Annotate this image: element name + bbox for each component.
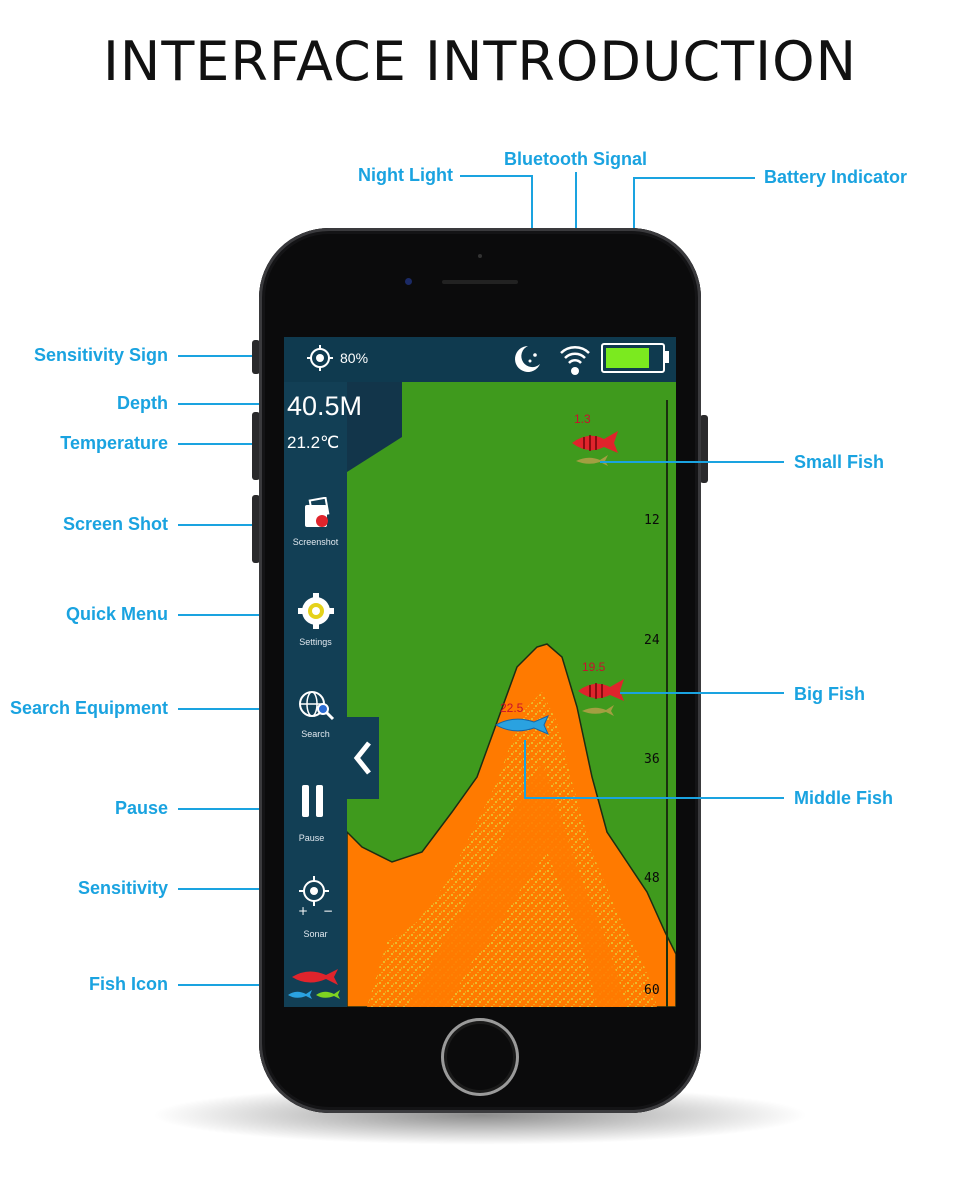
depth-value: 40.5M [287, 391, 363, 421]
sensitivity-icon: + − [298, 876, 332, 917]
battery-level [606, 348, 649, 368]
depth-scale-48: 48 [644, 871, 660, 886]
app-screen: 80% [284, 337, 676, 1007]
battery-leader [633, 177, 755, 179]
pause-icon [302, 785, 309, 817]
depth-scale-24: 24 [644, 633, 660, 648]
leader-temperature [178, 443, 286, 445]
sensitivity-sign-icon [307, 345, 333, 371]
search-equipment-button[interactable]: Search [296, 689, 336, 751]
home-button[interactable] [441, 1018, 519, 1096]
fish-icon [288, 969, 340, 999]
leader-search [178, 708, 298, 710]
pause-caption: Pause [298, 833, 325, 843]
settings-icon [298, 593, 334, 629]
label-fish-icon: Fish Icon [88, 974, 168, 994]
mute-switch [252, 340, 260, 374]
battery-icon [601, 343, 665, 373]
label-pause: Pause [114, 798, 168, 818]
leader-fish-icon [178, 984, 288, 986]
small-fish-depth: 1.3 [574, 412, 591, 426]
leader-middle-fish [524, 797, 784, 799]
middle-fish-depth: 22.5 [500, 701, 524, 715]
back-chevron-icon [353, 741, 371, 775]
volume-up-button[interactable] [252, 412, 260, 480]
leader-middle-fish-v [524, 740, 526, 798]
page-title: INTERFACE INTRODUCTION [103, 30, 857, 93]
depth-scale-60: 60 [644, 983, 660, 998]
leader-screen-shot [178, 524, 298, 526]
sonar-view [347, 382, 676, 1007]
label-sensitivity: Sensitivity [77, 878, 168, 898]
leader-depth [178, 403, 286, 405]
leader-small-fish [600, 461, 784, 463]
label-search-equipment: Search Equipment [9, 698, 168, 718]
svg-text:+: + [298, 904, 308, 917]
label-big-fish: Big Fish [794, 684, 865, 704]
night-light-leader [460, 175, 532, 177]
battery-tip [665, 351, 669, 363]
screenshot-icon [305, 497, 330, 527]
search-caption: Search [301, 729, 330, 739]
label-temperature: Temperature [60, 433, 168, 453]
label-screen-shot: Screen Shot [62, 514, 168, 534]
pause-button[interactable]: Pause [296, 785, 336, 849]
label-quick-menu: Quick Menu [65, 604, 168, 624]
leader-sensitivity [178, 888, 298, 890]
leader-quick-menu [178, 614, 298, 616]
earpiece [442, 280, 518, 284]
sensitivity-percent: 80% [340, 350, 369, 366]
temperature-value: 21.2℃ [287, 433, 340, 452]
status-bar: 80% [284, 337, 676, 382]
leader-sensitivity-sign [178, 355, 308, 357]
depth-scale-12: 12 [644, 513, 660, 528]
depth-scale-36: 36 [644, 752, 660, 767]
small-fish-icon[interactable] [570, 427, 624, 467]
bluetooth-signal-icon [560, 346, 590, 375]
middle-fish-icon[interactable] [494, 714, 552, 736]
svg-text:−: − [323, 904, 332, 917]
night-light-icon[interactable] [512, 342, 544, 376]
label-small-fish: Small Fish [794, 452, 885, 472]
collapse-panel-button[interactable] [347, 717, 379, 799]
power-button[interactable] [700, 415, 708, 483]
leader-pause [178, 808, 298, 810]
front-camera [405, 278, 412, 285]
volume-down-button[interactable] [252, 495, 260, 563]
pause-icon-bar [316, 785, 323, 817]
label-bluetooth-signal: Bluetooth Signal [504, 149, 647, 169]
sensor [478, 254, 482, 258]
sensitivity-button[interactable]: + − Sonar [296, 873, 336, 943]
big-fish-icon[interactable] [576, 675, 630, 719]
label-sensitivity-sign: Sensitivity Sign [33, 345, 168, 365]
big-fish-depth: 19.5 [582, 660, 606, 674]
quick-menu-button[interactable]: Settings [296, 593, 336, 657]
label-battery-indicator: Battery Indicator [764, 167, 908, 187]
label-depth: Depth [117, 393, 168, 413]
screenshot-caption: Screenshot [292, 537, 339, 547]
label-middle-fish: Middle Fish [794, 788, 893, 808]
fish-icon-button[interactable] [288, 965, 344, 1001]
sonar-caption: Sonar [303, 929, 328, 939]
screenshot-button[interactable]: Screenshot [293, 497, 338, 559]
leader-big-fish [620, 692, 784, 694]
label-night-light: Night Light [358, 165, 453, 185]
settings-caption: Settings [299, 637, 332, 647]
search-icon [299, 691, 335, 721]
